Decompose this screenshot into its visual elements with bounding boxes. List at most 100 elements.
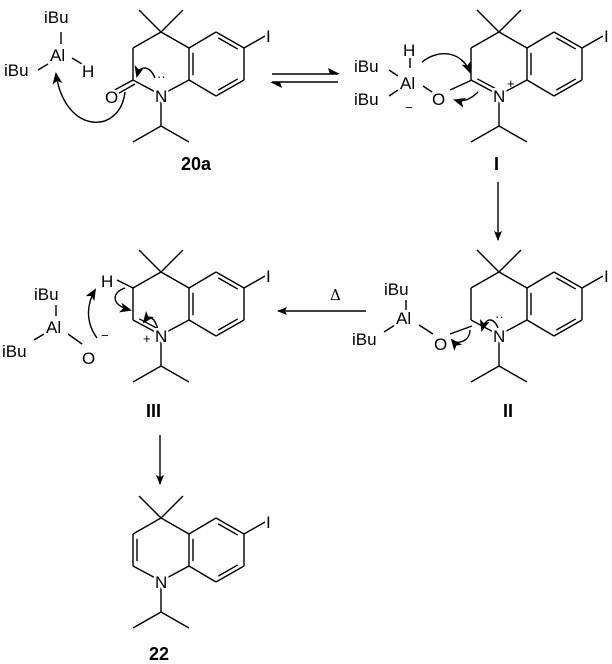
heat-condition: Δ: [330, 286, 341, 304]
al-label: Al: [50, 46, 65, 65]
bond: [160, 365, 190, 383]
bond: [470, 125, 500, 143]
o-label: O: [434, 335, 447, 354]
bond: [110, 79, 134, 93]
bond: [138, 318, 160, 330]
bond: [188, 517, 217, 535]
bond: [555, 277, 577, 290]
negative-charge: −: [405, 100, 413, 115]
i-label: I: [266, 267, 271, 286]
alkoxide-II: iBu Al iBu O: [350, 278, 473, 357]
bond: [132, 611, 162, 629]
bond: [470, 79, 500, 96]
bond: [476, 78, 498, 90]
al-label: Al: [396, 309, 411, 328]
bond: [138, 9, 162, 33]
bond: [498, 319, 528, 336]
bond: [476, 249, 500, 273]
bond: [217, 523, 239, 536]
bond: [138, 495, 162, 519]
compound-label-III: III: [146, 401, 161, 421]
lone-pair: ··: [495, 309, 504, 324]
dibal-h-reagent: iBu Al iBu H: [2, 6, 97, 84]
i-label: I: [604, 267, 609, 286]
bond: [498, 249, 522, 273]
bond: [132, 365, 162, 383]
bond: [160, 79, 190, 96]
bond: [217, 564, 239, 577]
bond: [160, 249, 184, 273]
bond: [132, 565, 162, 582]
i-label: I: [266, 513, 271, 532]
bond: [138, 249, 162, 273]
o-label: O: [82, 349, 95, 368]
n-label: N: [155, 327, 167, 346]
bond: [113, 83, 136, 97]
bond: [160, 125, 190, 143]
aluminum-oxide-III: iBu Al iBu O − H: [0, 270, 116, 371]
positive-charge: +: [143, 331, 151, 346]
ibu-label: iBu: [2, 342, 27, 361]
bond: [243, 521, 266, 535]
bond: [498, 31, 528, 49]
bond: [470, 31, 500, 49]
bond: [498, 9, 522, 33]
ibu-label: iBu: [34, 285, 59, 304]
bond: [553, 79, 583, 97]
bond: [217, 277, 239, 290]
al-label: Al: [46, 318, 61, 337]
n-label: N: [493, 87, 505, 106]
i-label: I: [604, 27, 609, 46]
bond: [132, 31, 162, 49]
bond: [217, 318, 239, 331]
bond: [470, 271, 500, 289]
bond: [215, 565, 245, 583]
negative-charge: −: [101, 328, 109, 343]
bond: [215, 31, 245, 49]
bond: [476, 9, 500, 33]
bond: [132, 125, 162, 143]
h-label: H: [403, 41, 415, 60]
bond: [553, 319, 583, 337]
bond: [217, 78, 239, 91]
bond: [160, 31, 190, 49]
bond: [132, 319, 162, 336]
ibu-label: iBu: [354, 90, 379, 109]
electron-push-arrows: [52, 53, 499, 351]
bond: [526, 79, 555, 97]
bond: [526, 31, 555, 49]
bond: [470, 365, 500, 383]
compound-label-22: 22: [149, 644, 169, 664]
bond: [188, 31, 217, 49]
bond: [243, 275, 266, 289]
bond: [116, 279, 134, 289]
i-label: I: [266, 27, 271, 46]
positive-charge: +: [507, 76, 515, 91]
bond: [160, 611, 190, 629]
h-label: H: [82, 62, 94, 81]
bond: [581, 35, 604, 49]
bond: [215, 319, 245, 337]
o-label: O: [432, 90, 445, 109]
bond: [160, 517, 190, 535]
bond: [215, 79, 245, 97]
n-label: N: [493, 327, 505, 346]
bond: [160, 319, 190, 336]
bond: [215, 271, 245, 289]
bond: [132, 79, 162, 96]
bond: [160, 9, 184, 33]
compound-label-II: II: [503, 401, 513, 421]
bond: [555, 37, 577, 50]
bond: [132, 271, 162, 289]
ibu-label: iBu: [354, 57, 379, 76]
bond: [555, 318, 577, 331]
ibu-label: iBu: [4, 61, 29, 80]
compound-label-I: I: [494, 154, 499, 174]
h-label: H: [101, 272, 113, 291]
bond: [160, 495, 184, 519]
equilibrium-arrows: [270, 68, 340, 88]
bond: [215, 517, 245, 535]
ibu-label: iBu: [352, 330, 377, 349]
lone-pair: ··: [157, 69, 166, 84]
